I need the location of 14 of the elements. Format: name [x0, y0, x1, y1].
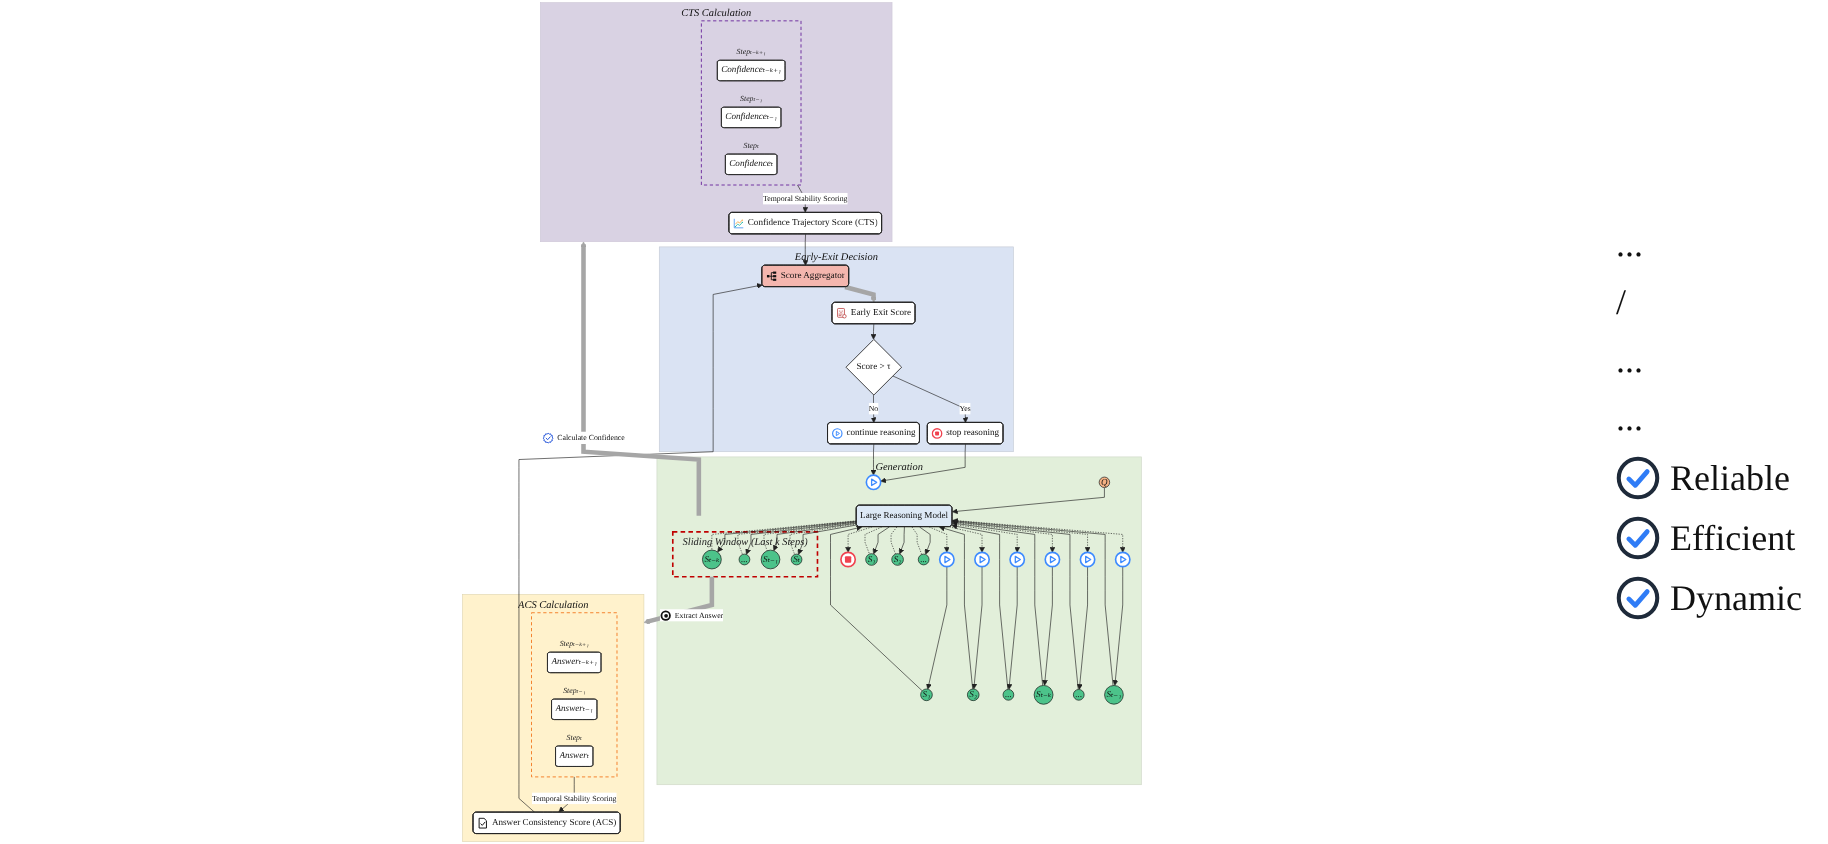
arrow [643, 576, 715, 625]
connector [911, 526, 923, 555]
ellipsis: ... [1616, 224, 1643, 266]
connector [864, 526, 883, 555]
ellipsis: ... [1616, 340, 1643, 382]
arrow [580, 241, 702, 516]
slash: / [1616, 282, 1627, 324]
connector [890, 526, 898, 555]
arrow [844, 284, 877, 303]
feature-label: Efficient [1670, 517, 1796, 559]
feature-label: Dynamic [1670, 577, 1802, 619]
cluster [700, 20, 802, 186]
feature-label: Reliable [1670, 457, 1790, 499]
ellipsis: ... [1616, 398, 1643, 440]
